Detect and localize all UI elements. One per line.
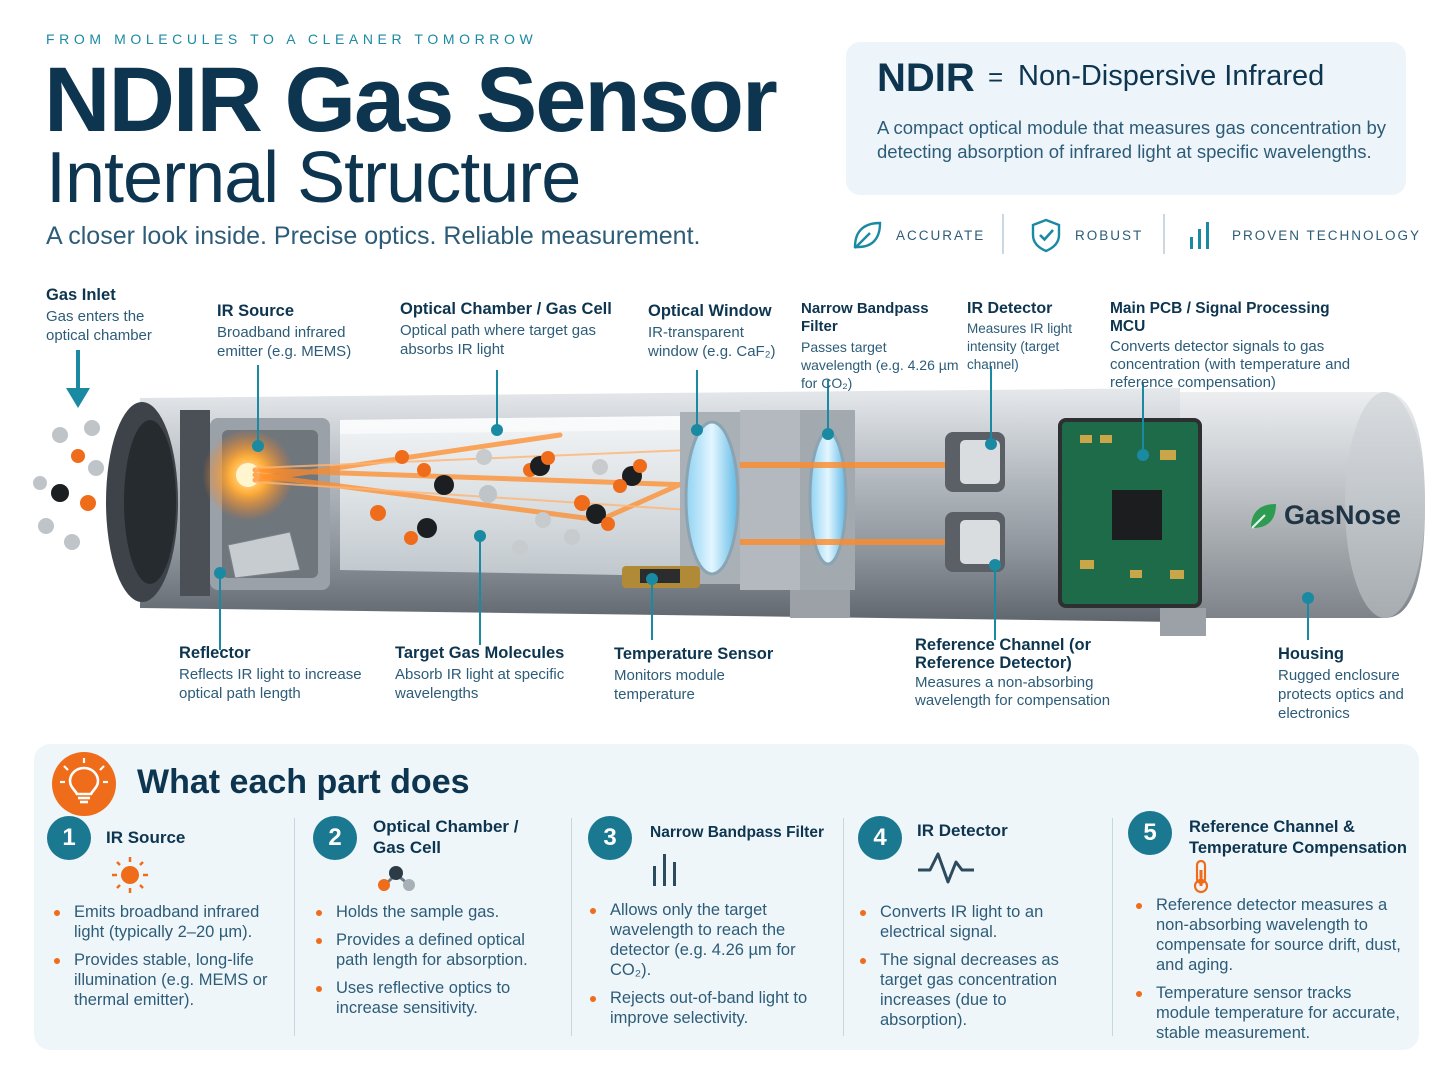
- label-desc: Monitors module temperature: [614, 667, 725, 703]
- column-divider: [843, 818, 844, 1036]
- step-number: 3: [588, 816, 632, 860]
- brand-name: GasNose: [1284, 500, 1402, 530]
- step-bullets: Holds the sample gas. Provides a defined…: [314, 902, 544, 1026]
- label-temperature-sensor: Temperature Sensor Monitors module tempe…: [614, 645, 784, 704]
- parts-panel: [34, 744, 1419, 1050]
- step-title: IR Source: [106, 828, 186, 847]
- list-item: Converts IR light to an electrical signa…: [858, 902, 1098, 942]
- definition-abbr: NDIR: [877, 56, 975, 100]
- step-title: Narrow Bandpass Filter: [650, 824, 824, 841]
- page-lead: A closer look inside. Precise optics. Re…: [46, 222, 701, 250]
- label-title: Optical Chamber / Gas Cell: [400, 300, 612, 318]
- label-desc: Measures IR light intensity (target chan…: [967, 321, 1073, 372]
- label-title: IR Detector: [967, 300, 1053, 317]
- label-ir-source: IR Source Broadband infrared emitter (e.…: [217, 302, 367, 361]
- label-bandpass-filter: Narrow Bandpass Filter Passes target wav…: [801, 300, 961, 392]
- label-main-pcb: Main PCB / Signal Processing MCU Convert…: [1110, 300, 1360, 392]
- badge-label: ROBUST: [1075, 227, 1144, 243]
- list-item: Emits broadband infrared light (typicall…: [52, 902, 277, 942]
- label-gas-inlet: Gas Inlet Gas enters the optical chamber: [46, 286, 186, 345]
- definition-description: A compact optical module that measures g…: [877, 117, 1387, 162]
- sun-icon: [112, 857, 148, 893]
- step-bullets: Reference detector measures a non-absorb…: [1134, 895, 1406, 1051]
- step-bullets: Emits broadband infrared light (typicall…: [52, 902, 277, 1018]
- list-item: Allows only the target wavelength to rea…: [588, 900, 836, 980]
- label-title: Main PCB / Signal Processing MCU: [1110, 300, 1330, 335]
- list-item: Holds the sample gas.: [314, 902, 544, 922]
- signal-wave-icon: [918, 852, 974, 884]
- column-divider: [571, 818, 572, 1036]
- label-desc: Broadband infrared emitter (e.g. MEMS): [217, 324, 352, 360]
- badge-accurate: ACCURATE: [850, 214, 985, 256]
- label-title: IR Source: [217, 302, 295, 320]
- step-number: 5: [1128, 811, 1172, 855]
- label-reflector: Reflector Reflects IR light to increase …: [179, 644, 379, 703]
- label-desc: Measures a non-absorbing wavelength for …: [915, 674, 1111, 709]
- bar-chart-icon: [1190, 222, 1209, 249]
- label-housing: Housing Rugged enclosure protects optics…: [1278, 645, 1418, 723]
- lightbulb-icon: [52, 752, 116, 816]
- label-title: Target Gas Molecules: [395, 644, 565, 662]
- label-desc: Optical path where target gas absorbs IR…: [400, 322, 596, 358]
- thermometer-icon: [1193, 859, 1209, 894]
- label-reference-channel: Reference Channel (or Reference Detector…: [915, 636, 1115, 710]
- label-ir-detector: IR Detector Measures IR light intensity …: [967, 300, 1102, 374]
- page-subtitle: Internal Structure: [46, 138, 581, 218]
- list-item: The signal decreases as target gas conce…: [858, 950, 1098, 1030]
- label-title: Reflector: [179, 644, 251, 662]
- label-desc: Converts detector signals to gas concent…: [1110, 338, 1351, 391]
- label-title: Optical Window: [648, 302, 772, 320]
- list-item: Reference detector measures a non-absorb…: [1134, 895, 1406, 975]
- label-optical-window: Optical Window IR-transparent window (e.…: [648, 302, 788, 361]
- leaf-icon: [853, 221, 882, 249]
- badge-divider: [1163, 214, 1165, 254]
- brand-logo: GasNose: [1248, 500, 1401, 531]
- label-desc: Rugged enclosure protects optics and ele…: [1278, 667, 1404, 722]
- step-title: IR Detector: [917, 821, 1008, 840]
- step-bullets: Allows only the target wavelength to rea…: [588, 900, 836, 1036]
- tagline: FROM MOLECULES TO A CLEANER TOMORROW: [46, 31, 538, 47]
- shield-check-icon: [1031, 218, 1061, 253]
- step-title: Optical Chamber / Gas Cell: [373, 817, 519, 857]
- label-desc: Passes target wavelength (e.g. 4.26 µm f…: [801, 339, 959, 391]
- label-title: Gas Inlet: [46, 286, 116, 304]
- sensor-cutaway-illustration: [33, 350, 1425, 650]
- badge-label: ACCURATE: [896, 227, 986, 243]
- label-desc: Reflects IR light to increase optical pa…: [179, 666, 362, 702]
- definition-full: Non-Dispersive Infrared: [1018, 60, 1325, 92]
- label-desc: Absorb IR light at specific wavelengths: [395, 666, 565, 702]
- parts-panel-title: What each part does: [137, 763, 470, 801]
- label-title: Housing: [1278, 645, 1344, 663]
- list-item: Uses reflective optics to increase sensi…: [314, 978, 544, 1018]
- label-title: Narrow Bandpass Filter: [801, 300, 929, 335]
- step-number: 2: [313, 816, 357, 860]
- sensor-cutaway-diagram: [0, 270, 1448, 740]
- page-title: NDIR Gas Sensor: [44, 49, 778, 151]
- label-title: Temperature Sensor: [614, 645, 774, 663]
- list-item: Temperature sensor tracks module tempera…: [1134, 983, 1406, 1043]
- definition-equals: =: [988, 62, 1004, 92]
- leaf-icon: [1251, 503, 1276, 529]
- column-divider: [294, 818, 295, 1036]
- label-desc: Gas enters the optical chamber: [46, 308, 152, 344]
- molecule-icon: [378, 866, 415, 891]
- filter-bars-icon: [653, 854, 676, 886]
- step-number: 1: [47, 816, 91, 860]
- definition-box: NDIR = Non-Dispersive Infrared A compact…: [846, 42, 1406, 195]
- label-optical-chamber: Optical Chamber / Gas Cell Optical path …: [400, 300, 620, 359]
- label-desc: IR-transparent window (e.g. CaF₂): [648, 324, 776, 360]
- label-target-gas: Target Gas Molecules Absorb IR light at …: [395, 644, 575, 703]
- step-number: 4: [858, 816, 902, 860]
- badge-label: PROVEN TECHNOLOGY: [1232, 227, 1422, 243]
- badge-proven-technology: PROVEN TECHNOLOGY: [1186, 214, 1421, 256]
- list-item: Rejects out-of-band light to improve sel…: [588, 988, 836, 1028]
- list-item: Provides stable, long-life illumination …: [52, 950, 277, 1010]
- step-bullets: Converts IR light to an electrical signa…: [858, 902, 1098, 1038]
- list-item: Provides a defined optical path length f…: [314, 930, 544, 970]
- label-title: Reference Channel (or Reference Detector…: [915, 636, 1092, 672]
- step-title: Reference Channel & Temperature Compensa…: [1189, 818, 1407, 857]
- badge-divider: [1002, 214, 1004, 254]
- column-divider: [1112, 818, 1113, 1036]
- badge-robust: ROBUST: [1029, 214, 1143, 256]
